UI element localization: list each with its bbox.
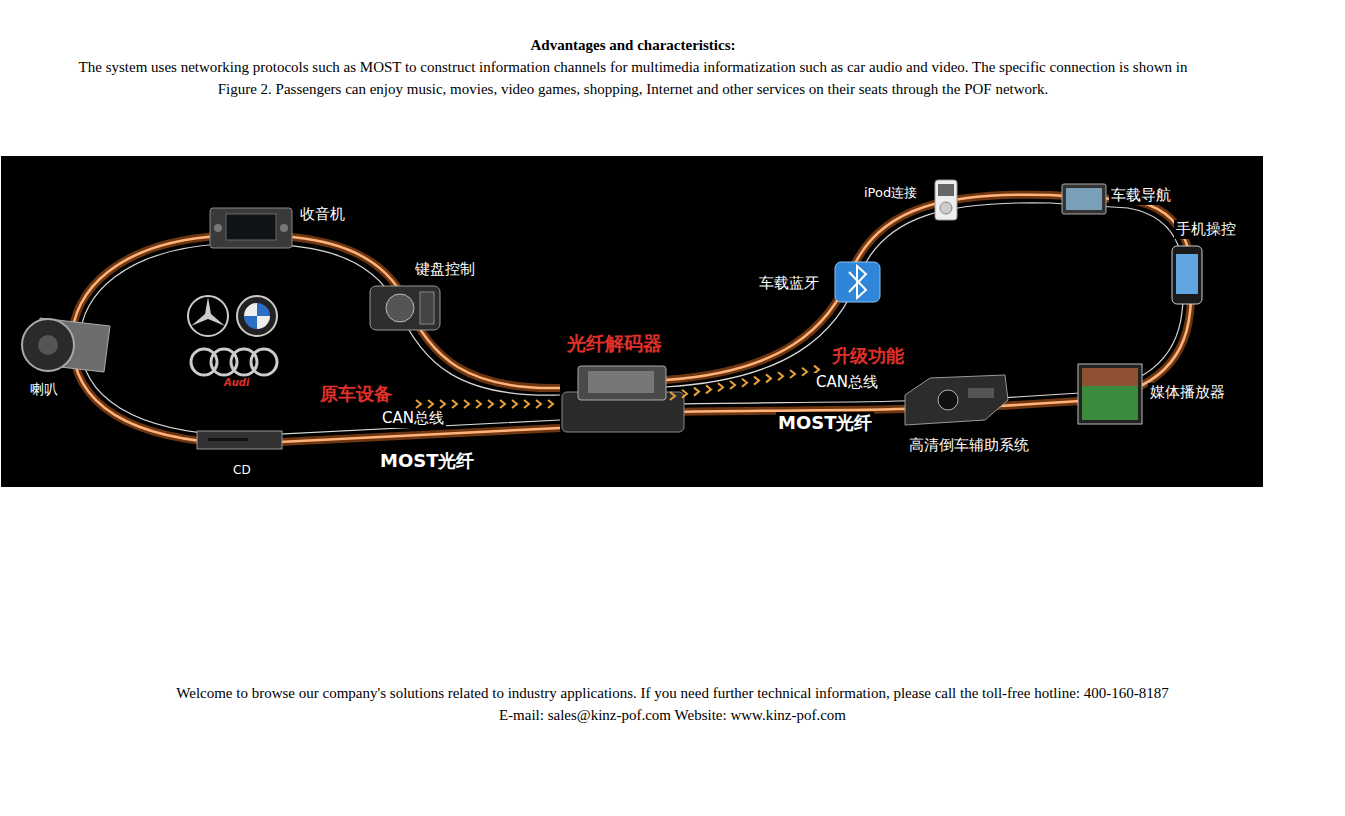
reverse-camera-icon xyxy=(905,375,1008,425)
keyboard-control-icon xyxy=(370,286,440,330)
section-label: 升级功能 xyxy=(830,345,906,368)
footer-note: Welcome to browse our company's solution… xyxy=(170,683,1175,727)
chevron xyxy=(706,385,711,393)
fiber-loop-left xyxy=(72,235,560,444)
chevron xyxy=(778,372,783,380)
brand-label: Audi xyxy=(222,377,251,390)
chevron xyxy=(670,392,675,400)
device-label: 媒体播放器 xyxy=(1148,383,1227,402)
chevron xyxy=(476,400,481,408)
chevron xyxy=(464,400,469,408)
chevron xyxy=(742,379,747,387)
chevron xyxy=(524,400,529,408)
navigation-icon xyxy=(1062,184,1106,214)
bus-label: CAN总线 xyxy=(380,409,446,428)
signal-chevrons xyxy=(416,366,819,408)
chevron xyxy=(548,400,553,408)
heading: Advantages and characteristics: xyxy=(333,36,933,55)
section-label: 原车设备 xyxy=(318,383,394,406)
device-label: 手机操控 xyxy=(1174,220,1238,239)
chevron xyxy=(682,390,687,398)
device-label: 车载蓝牙 xyxy=(757,274,821,293)
illustration-band xyxy=(1,156,1263,487)
device-label: CD xyxy=(231,463,253,478)
speaker-icon xyxy=(22,318,110,372)
device-label: 车载导航 xyxy=(1109,186,1173,205)
chevron xyxy=(416,400,421,408)
chevron xyxy=(488,400,493,408)
decoder-label: 光纤解码器 xyxy=(565,332,664,356)
chevron xyxy=(694,388,699,396)
decoder-box-icon xyxy=(562,366,684,432)
chevron xyxy=(512,400,517,408)
ipod-icon xyxy=(935,180,957,220)
bus-label: CAN总线 xyxy=(814,373,880,392)
device-label: 键盘控制 xyxy=(413,260,477,279)
bus-label: MOST光纤 xyxy=(378,450,476,473)
bus-label: MOST光纤 xyxy=(776,412,874,435)
brand-logos xyxy=(188,296,277,375)
chevron xyxy=(718,383,723,391)
chevron xyxy=(500,400,505,408)
bluetooth-icon xyxy=(835,262,880,302)
chevron xyxy=(428,400,433,408)
chevron xyxy=(440,400,445,408)
phone-icon xyxy=(1172,246,1202,304)
chevron xyxy=(790,370,795,378)
radio-icon xyxy=(210,208,292,248)
chevron xyxy=(754,377,759,385)
media-player-icon xyxy=(1078,364,1142,424)
device-label: 收音机 xyxy=(298,205,347,224)
device-label: iPod连接 xyxy=(862,185,919,201)
chevron xyxy=(536,400,541,408)
cd-player-icon xyxy=(197,431,282,449)
chevron xyxy=(802,368,807,376)
chevron xyxy=(766,374,771,382)
chevron xyxy=(452,400,457,408)
device-label: 高清倒车辅助系统 xyxy=(907,436,1031,455)
chevron xyxy=(730,381,735,389)
device-label: 喇叭 xyxy=(28,381,60,399)
description: The system uses networking protocols suc… xyxy=(73,57,1193,101)
